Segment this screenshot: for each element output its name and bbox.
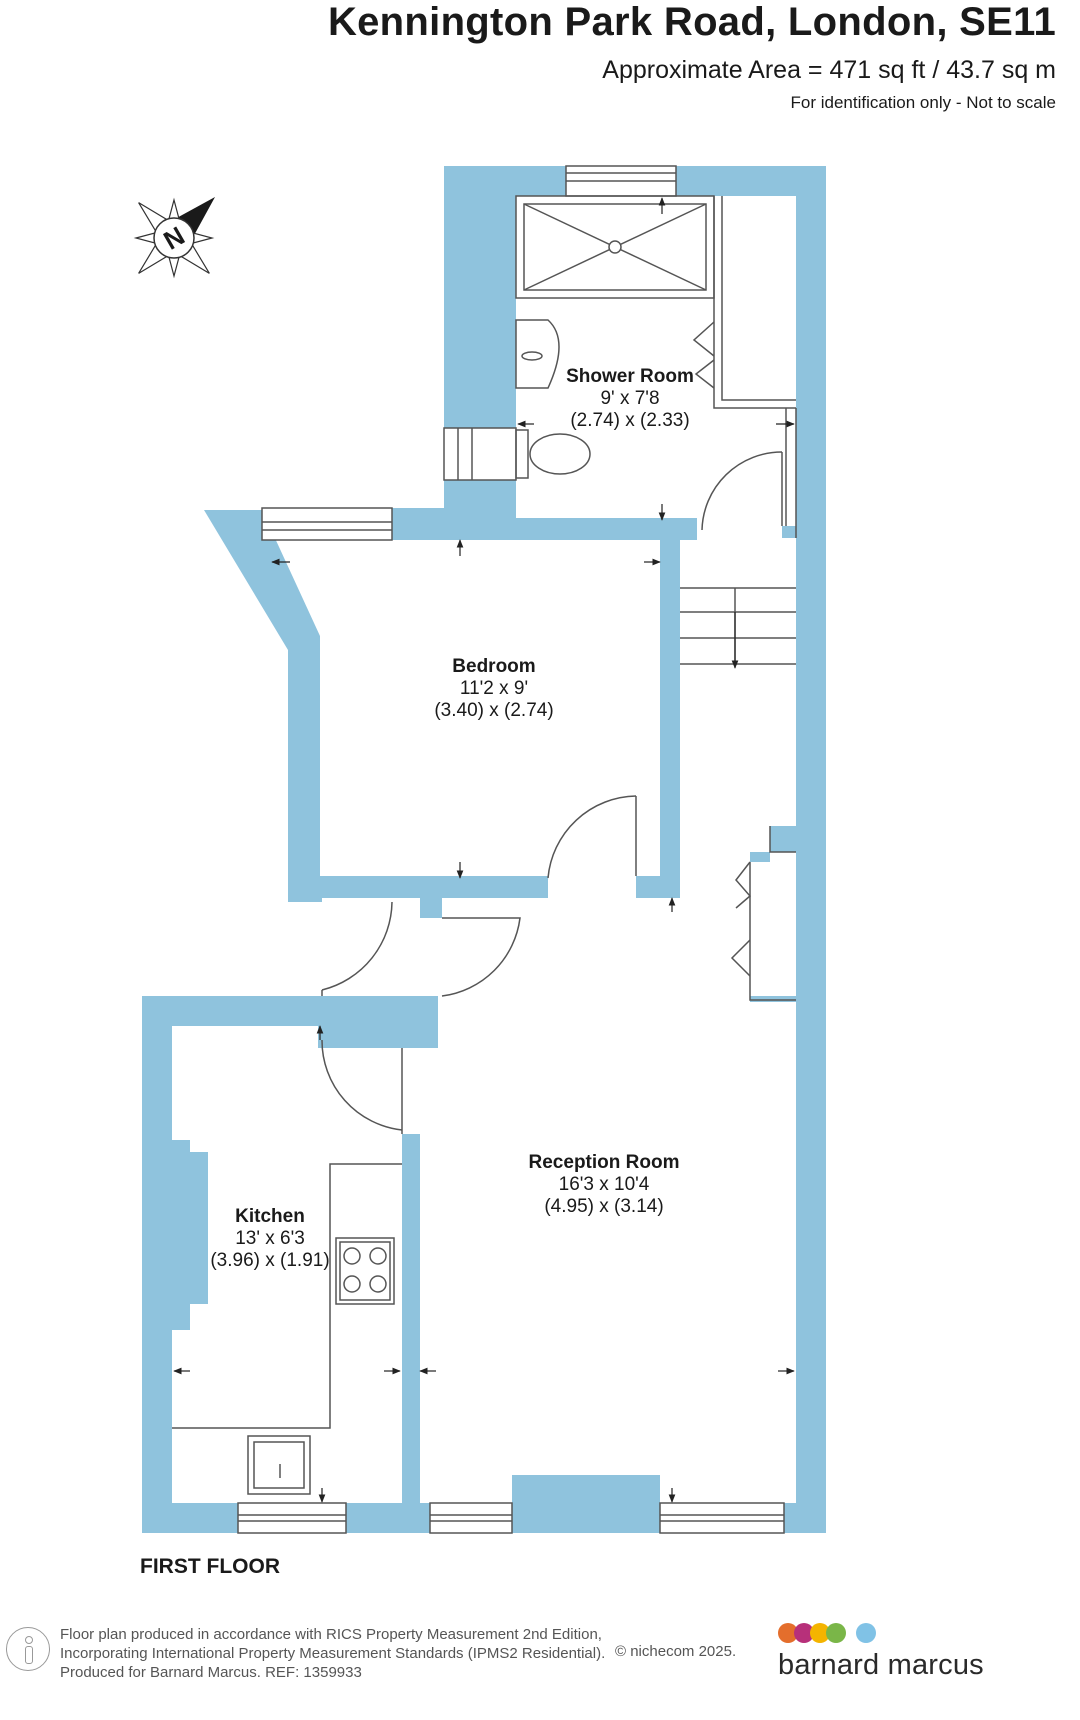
footer-text: Floor plan produced in accordance with R… [60,1625,605,1682]
dimension-arrows [173,197,795,1503]
footer-line-1: Floor plan produced in accordance with R… [60,1626,602,1643]
brand-name: barnard marcus [778,1649,984,1681]
room-metric: (4.95) x (3.14) [544,1196,664,1217]
page-title: Kennington Park Road, London, SE11 [327,0,1056,44]
room-label-shower: Shower Room 9' x 7'8 (2.74) x (2.33) [566,366,694,432]
floor-label: FIRST FLOOR [140,1555,280,1578]
room-imperial: 13' x 6'3 [235,1228,305,1249]
brand-dot-icon [778,1623,798,1643]
footer-line-2: Incorporating International Property Mea… [60,1645,606,1662]
brand-dot-icon [826,1623,846,1643]
room-name: Shower Room [566,366,694,387]
room-name: Kitchen [235,1206,305,1227]
area-text: Approximate Area = 471 sq ft / 43.7 sq m [602,56,1056,84]
brand-dot-icon [810,1623,830,1643]
room-name: Bedroom [452,656,536,677]
room-label-bedroom: Bedroom 11'2 x 9' (3.40) x (2.74) [434,656,553,722]
footer-line-3: Produced for Barnard Marcus. REF: 135993… [60,1664,362,1681]
brand-dot-icon [794,1623,814,1643]
fixtures [172,165,797,1534]
walls [142,166,826,1533]
room-name: Reception Room [528,1152,680,1173]
room-imperial: 11'2 x 9' [459,678,529,699]
info-person-icon [6,1627,50,1671]
brand-logo: barnard marcus [778,1623,984,1682]
room-metric: (3.96) x (1.91) [210,1250,330,1271]
room-label-kitchen: Kitchen 13' x 6'3 (3.96) x (1.91) [210,1206,329,1272]
scale-note: For identification only - Not to scale [790,93,1056,112]
brand-dots-icon [778,1623,984,1645]
copyright-text: © nichecom 2025. [615,1643,737,1660]
room-metric: (3.40) x (2.74) [434,700,554,721]
room-metric: (2.74) x (2.33) [570,410,690,431]
room-label-reception: Reception Room 16'3 x 10'4 (4.95) x (3.1… [529,1152,680,1218]
compass-rose-icon: N [133,196,216,279]
brand-dot-icon [856,1623,876,1643]
room-imperial: 9' x 7'8 [600,388,660,409]
room-imperial: 16'3 x 10'4 [558,1174,650,1195]
